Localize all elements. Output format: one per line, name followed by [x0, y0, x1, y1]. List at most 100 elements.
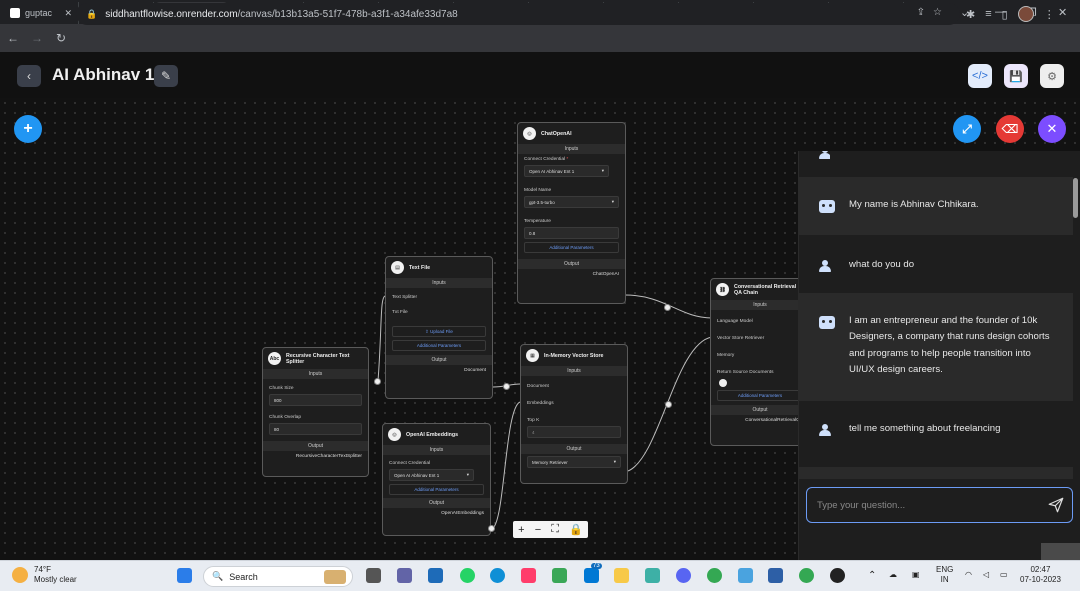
- output-header: Output: [383, 498, 490, 508]
- forward-arrow-icon[interactable]: →: [31, 31, 43, 45]
- chunk-size-input[interactable]: 800: [269, 394, 362, 406]
- close-chat-button[interactable]: ✕: [1038, 115, 1066, 143]
- figma-app-icon[interactable]: [521, 568, 536, 583]
- kebab-menu-icon[interactable]: ⋮: [1043, 8, 1055, 21]
- chat-question-input[interactable]: Type your question...: [806, 487, 1073, 523]
- handle-embeddings-output[interactable]: [488, 525, 495, 532]
- zoom-out-icon[interactable]: −: [534, 523, 542, 536]
- close-window-icon[interactable]: ✕: [1058, 6, 1068, 19]
- node-conversational-chain[interactable]: ⛓Conversational Retrieval QA Chain Input…: [710, 278, 810, 446]
- weather-text: Mostly clear: [34, 575, 77, 585]
- clear-chat-button[interactable]: ⌫: [996, 115, 1024, 143]
- battery-icon[interactable]: ▭: [1000, 570, 1008, 579]
- openai-icon: ◎: [388, 428, 401, 441]
- discord-icon[interactable]: [676, 568, 691, 583]
- save-flow-button[interactable]: 💾: [1004, 64, 1028, 88]
- chunk-overlap-value: 80: [274, 426, 280, 432]
- code-embed-button[interactable]: </>: [968, 64, 992, 88]
- outlook-icon[interactable]: [584, 568, 599, 583]
- app-store-icon[interactable]: [428, 568, 443, 583]
- temperature-input[interactable]: 0.8: [524, 227, 619, 239]
- handle-chat-edge[interactable]: [664, 304, 671, 311]
- weather-widget[interactable]: 74°F Mostly clear: [12, 565, 77, 586]
- address-bar[interactable]: 🔒 siddhantflowise.onrender.com/canvas/b1…: [76, 3, 960, 25]
- handle-textfile-output[interactable]: [503, 383, 510, 390]
- add-node-button[interactable]: +: [14, 115, 42, 143]
- browser-tab[interactable]: guptac✕: [4, 2, 79, 24]
- chrome-profile-icon[interactable]: [707, 568, 722, 583]
- edit-title-button[interactable]: ✎: [154, 65, 178, 87]
- speaker-icon[interactable]: ◁: [983, 570, 990, 579]
- handle-splitter-output[interactable]: [374, 378, 381, 385]
- github-desktop-icon[interactable]: [830, 568, 845, 583]
- tab-search-chevron-icon[interactable]: ⌄: [960, 6, 970, 19]
- node-title: Recursive Character Text Splitter: [286, 352, 350, 365]
- chevron-down-icon: ▾: [611, 199, 614, 204]
- user-icon: [819, 424, 831, 436]
- chunk-overlap-input[interactable]: 80: [269, 423, 362, 435]
- clock[interactable]: 02:47 07-10-2023: [1020, 565, 1061, 585]
- language-indicator[interactable]: ENG IN: [936, 565, 953, 585]
- chevron-down-icon: ▾: [466, 472, 469, 477]
- windows-start-icon[interactable]: [177, 568, 192, 583]
- additional-parameters-button[interactable]: Additional Parameters: [392, 340, 486, 351]
- expand-chat-button[interactable]: ⤢: [953, 115, 981, 143]
- edge-browser-icon[interactable]: [490, 568, 505, 583]
- additional-parameters-button[interactable]: Additional Parameters: [524, 242, 619, 253]
- task-view-icon[interactable]: [366, 568, 381, 583]
- zoom-in-icon[interactable]: +: [518, 523, 525, 536]
- cloud-icon[interactable]: ☁: [889, 570, 897, 579]
- chat-message-user: what do you do: [799, 235, 1073, 293]
- partial-user-icon: [819, 151, 830, 159]
- input-placeholder: Type your question...: [817, 499, 906, 511]
- credential-select[interactable]: Open AI Abhinav Ent 1▾: [524, 165, 609, 177]
- photos-app-icon[interactable]: [738, 568, 753, 583]
- return-source-toggle[interactable]: [719, 379, 727, 387]
- region-code: IN: [940, 575, 949, 584]
- node-in-memory-vector-store[interactable]: ▦In-Memory Vector Store Inputs Document …: [520, 344, 628, 484]
- profile-avatar[interactable]: [1017, 6, 1034, 22]
- additional-parameters-button[interactable]: Additional Parameters: [717, 390, 803, 401]
- upload-file-button[interactable]: ⇪ Upload File: [392, 326, 486, 337]
- tray-chevron-up-icon[interactable]: ⌃: [868, 570, 877, 581]
- back-button[interactable]: ‹: [17, 65, 41, 87]
- share-star-icons[interactable]: ⇪☆: [916, 7, 950, 18]
- credential-select[interactable]: Open AI Abhinav Ent 1▾: [389, 469, 474, 481]
- chat-message-bot: I am an entrepreneur and the founder of …: [799, 293, 1073, 401]
- fit-view-icon[interactable]: ⛶: [551, 523, 559, 535]
- powershell-icon[interactable]: [768, 568, 783, 583]
- additional-parameters-button[interactable]: Additional Parameters: [389, 484, 484, 495]
- reload-icon[interactable]: ↻: [55, 31, 67, 45]
- back-arrow-icon[interactable]: ←: [7, 31, 19, 45]
- reading-list-icon[interactable]: ≡: [985, 8, 992, 20]
- extensions-icon[interactable]: ✱: [966, 8, 976, 21]
- top-k-input[interactable]: 4: [527, 426, 621, 438]
- handle-vector-edge[interactable]: [665, 401, 672, 408]
- whatsapp-icon[interactable]: [460, 568, 475, 583]
- settings-gear-icon[interactable]: ⚙: [1040, 64, 1064, 88]
- file-explorer-icon[interactable]: [614, 568, 629, 583]
- node-chatopenai[interactable]: ◎ChatOpenAI Inputs Connect Credential * …: [517, 122, 626, 304]
- output-select[interactable]: Memory Retriever▾: [527, 456, 621, 468]
- wifi-icon[interactable]: ◠: [965, 570, 972, 579]
- teams-chat-icon[interactable]: [397, 568, 412, 583]
- node-title: In-Memory Vector Store: [544, 352, 604, 359]
- taskbar-search[interactable]: 🔍 Search: [203, 566, 353, 587]
- send-icon[interactable]: [1047, 496, 1065, 514]
- lock-canvas-icon[interactable]: 🔒: [569, 524, 583, 536]
- chrome-icon[interactable]: [799, 568, 814, 583]
- side-panel-icon[interactable]: ▯: [1001, 8, 1008, 21]
- chat-scrollbar[interactable]: [1073, 178, 1078, 218]
- minimize-icon[interactable]: —: [995, 6, 1006, 18]
- model-select[interactable]: gpt-3.5-turbo▾: [524, 196, 619, 208]
- node-openai-embeddings[interactable]: ◎OpenAI Embeddings Inputs Connect Creden…: [382, 423, 491, 536]
- tab-close-icon[interactable]: ✕: [64, 7, 72, 18]
- notes-app-icon[interactable]: [645, 568, 660, 583]
- tray-app-icon[interactable]: ▣: [912, 570, 920, 579]
- node-text-file[interactable]: ▤Text File Inputs Text Splitter Txt File…: [385, 256, 493, 399]
- output-header: Output: [521, 444, 627, 454]
- message-text: My name is Abhinav Chhikara.: [849, 199, 979, 210]
- message-text: what do you do: [849, 259, 915, 270]
- sheets-app-icon[interactable]: [552, 568, 567, 583]
